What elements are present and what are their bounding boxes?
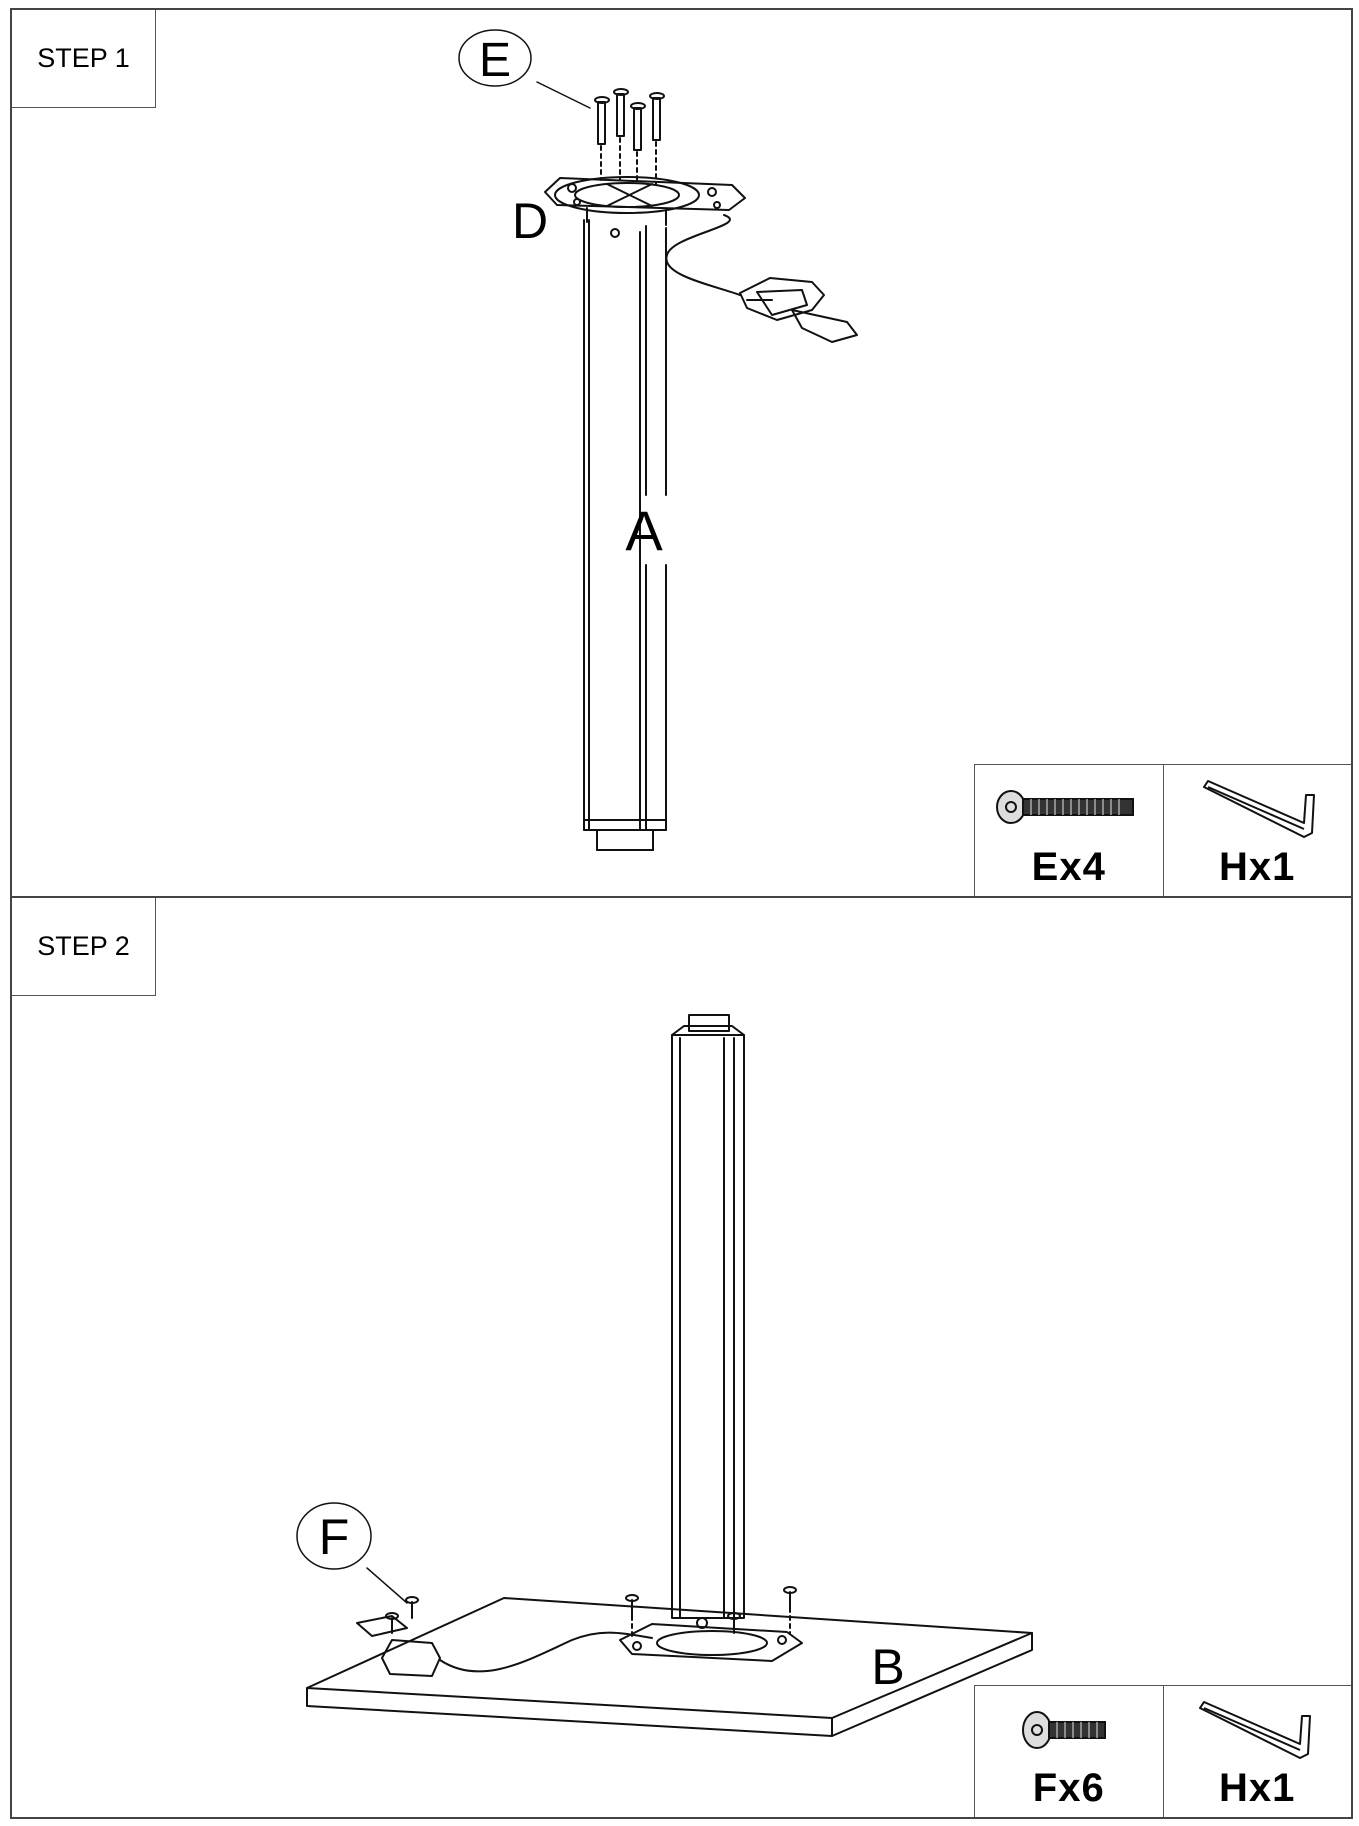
short-bolt-icon bbox=[1022, 1711, 1106, 1749]
release-lever-drawing bbox=[665, 214, 858, 343]
column-a-drawing bbox=[583, 219, 667, 851]
screws-f-drawing bbox=[296, 1502, 797, 1639]
step-1-illustration: E D A bbox=[458, 29, 858, 851]
step-1-hardware-box: Ex4 Hx1 bbox=[974, 764, 1351, 896]
hardware-h-label-2: Hx1 bbox=[1219, 1766, 1296, 1810]
callout-f-label: F bbox=[319, 1509, 350, 1565]
plate-d-label: D bbox=[512, 193, 548, 249]
base-b-label: B bbox=[871, 1639, 904, 1695]
hardware-f-cell: Fx6 bbox=[975, 1686, 1163, 1817]
column-drawing bbox=[671, 1014, 745, 1629]
step-1-title: STEP 1 bbox=[12, 10, 156, 108]
base-plate-b-drawing bbox=[306, 1597, 1033, 1737]
hex-key-icon bbox=[1202, 780, 1315, 838]
hardware-h-cell: Hx1 bbox=[1162, 765, 1352, 896]
column-a-label: A bbox=[625, 499, 663, 562]
hardware-f-label: Fx6 bbox=[1032, 1766, 1105, 1810]
release-lever-base-drawing bbox=[356, 1615, 653, 1677]
screws-e-drawing bbox=[458, 29, 665, 185]
step-2-panel: STEP 2 bbox=[10, 896, 1353, 1819]
base-mount-plate-drawing bbox=[619, 1623, 803, 1662]
hardware-h-cell-2: Hx1 bbox=[1162, 1686, 1352, 1817]
mounting-plate-d-drawing bbox=[544, 176, 746, 238]
step-1-panel: STEP 1 bbox=[10, 8, 1353, 898]
long-bolt-icon bbox=[996, 790, 1134, 824]
hex-key-icon bbox=[1198, 1701, 1311, 1759]
step-2-hardware-box: Fx6 Hx1 bbox=[974, 1685, 1351, 1817]
hardware-h-label: Hx1 bbox=[1219, 845, 1296, 889]
step-2-illustration: F B bbox=[296, 1014, 1033, 1737]
step-2-title: STEP 2 bbox=[12, 898, 156, 996]
hardware-e-label: Ex4 bbox=[1031, 845, 1106, 889]
callout-e-label: E bbox=[479, 34, 511, 87]
hardware-e-cell: Ex4 bbox=[975, 765, 1163, 896]
